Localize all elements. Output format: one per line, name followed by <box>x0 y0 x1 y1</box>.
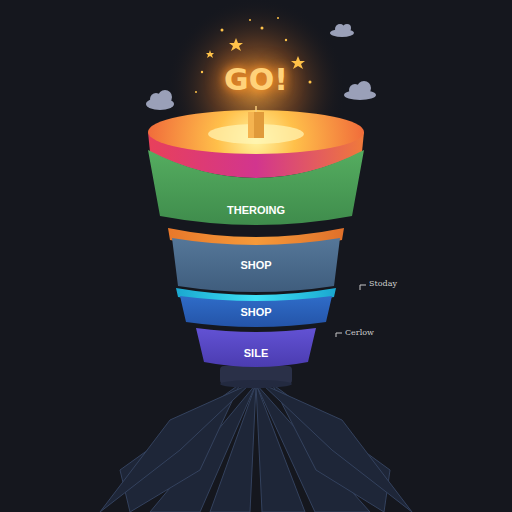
band-label: SHOP <box>240 305 271 319</box>
funnel-band: SHOP <box>180 292 332 330</box>
funnel-band: SHOP <box>172 234 340 294</box>
side-note: Stoday <box>369 279 397 289</box>
funnel-band: THEROING <box>148 150 364 232</box>
side-note: Cerlow <box>345 328 374 338</box>
funnel-band: SILE <box>196 324 316 370</box>
glow-title: GO! <box>224 62 288 98</box>
band-label: SHOP <box>240 258 271 272</box>
band-outline <box>148 150 364 232</box>
band-label: SILE <box>244 346 268 360</box>
band-label: THEROING <box>227 203 285 217</box>
